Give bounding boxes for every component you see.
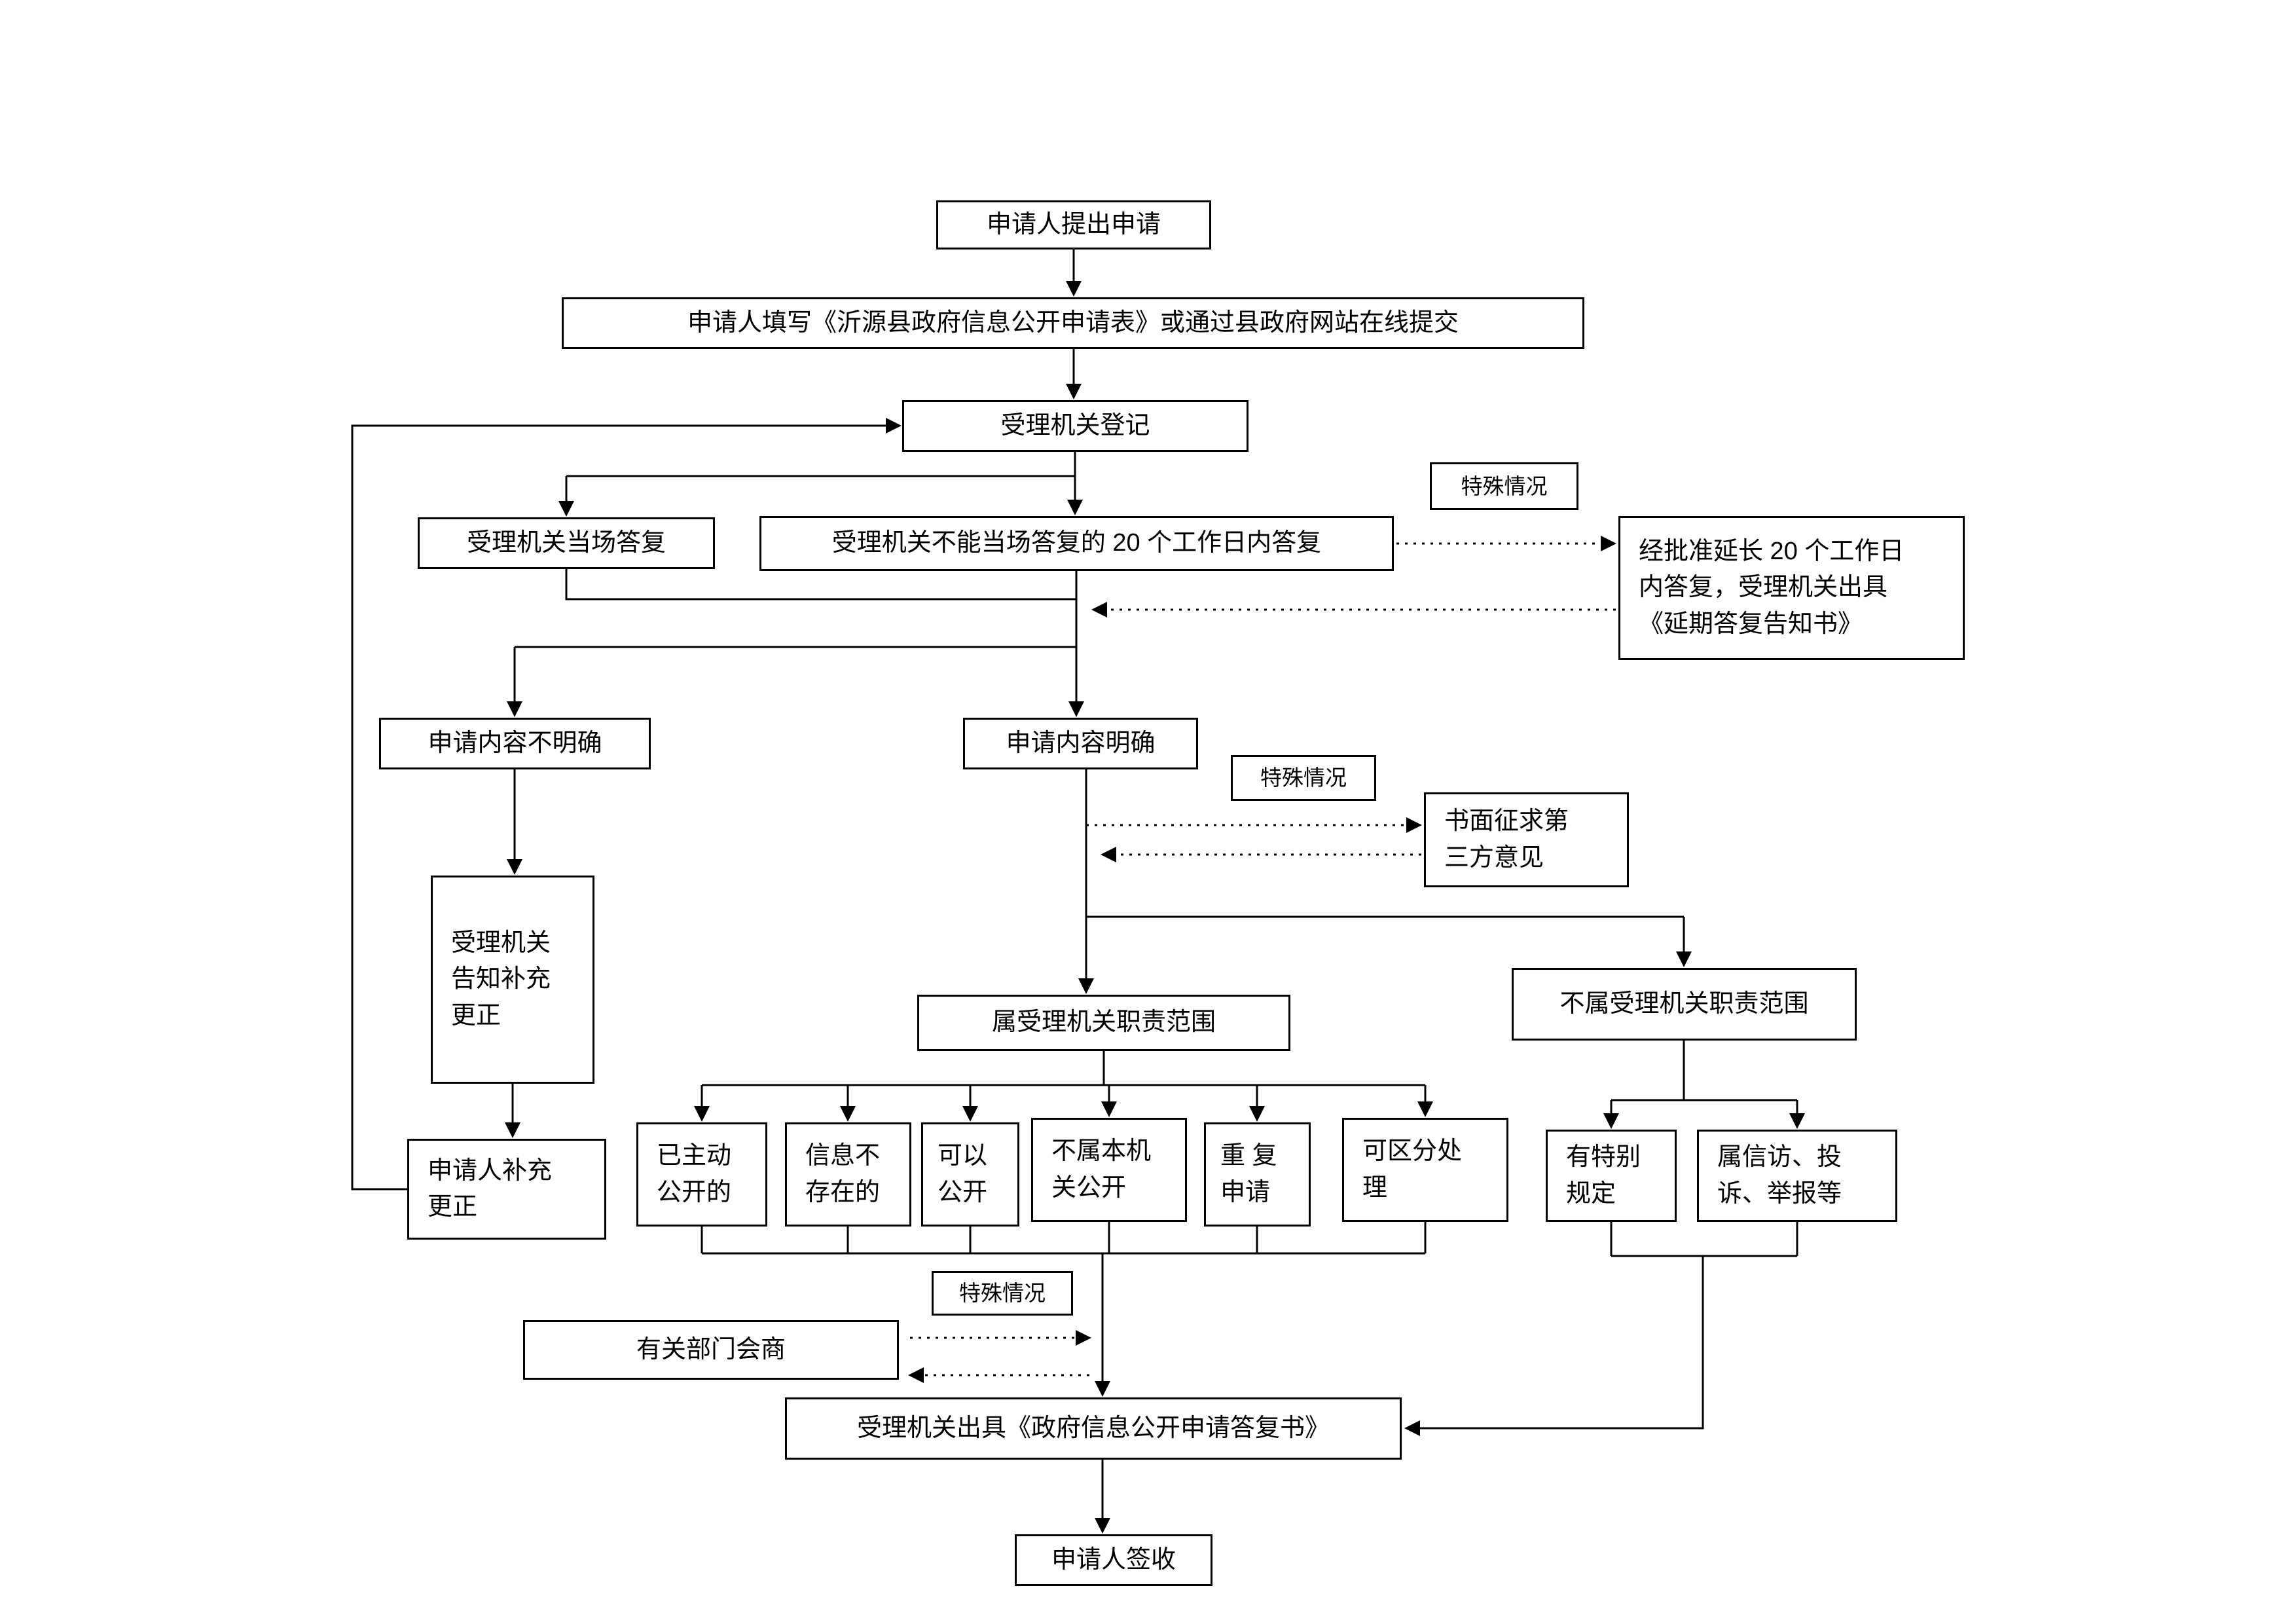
node-fill-form: 申请人填写《沂源县政府信息公开申请表》或通过县政府网站在线提交	[562, 297, 1584, 349]
node-content-unclear: 申请内容不明确	[379, 718, 651, 769]
joining-lines	[515, 475, 1798, 1257]
node-register: 受理机关登记	[902, 400, 1248, 452]
solid-connectors	[351, 249, 1805, 1534]
node-not-this-org: 不属本机 关公开	[1031, 1118, 1187, 1222]
node-onspot-reply: 受理机关当场答复	[418, 517, 715, 569]
arrow-supplement-loop-to-register	[351, 418, 902, 1190]
node-third-party-opinion: 书面征求第 三方意见	[1424, 792, 1629, 887]
node-applicant-supplement: 申请人补充 更正	[407, 1139, 606, 1240]
arrow-right-merge-to-replydoc	[1404, 1256, 1704, 1436]
node-content-clear: 申请内容明确	[963, 718, 1198, 769]
label-special-case-2: 特殊情况	[1231, 755, 1376, 801]
node-dept-consult: 有关部门会商	[523, 1320, 899, 1380]
label-special-case-1: 特殊情况	[1430, 462, 1578, 510]
node-special-rule: 有特别 规定	[1546, 1130, 1677, 1222]
node-reply-doc: 受理机关出具《政府信息公开申请答复书》	[785, 1397, 1402, 1460]
node-petition: 属信访、投 诉、举报等	[1697, 1130, 1897, 1222]
node-not-in-scope: 不属受理机关职责范围	[1512, 968, 1857, 1041]
label-special-case-3: 特殊情况	[932, 1271, 1073, 1316]
node-already-public: 已主动 公开的	[636, 1122, 767, 1227]
node-applicant-sign: 申请人签收	[1015, 1534, 1212, 1586]
node-in-scope: 属受理机关职责范围	[917, 995, 1290, 1051]
node-separable: 可区分处 理	[1342, 1118, 1508, 1222]
node-info-not-exist: 信息不 存在的	[785, 1122, 911, 1227]
node-repeat-apply: 重 复 申请	[1204, 1122, 1311, 1227]
node-reply-20days: 受理机关不能当场答复的 20 个工作日内答复	[759, 516, 1394, 571]
node-extend-reply: 经批准延长 20 个工作日 内答复，受理机关出具 《延期答复告知书》	[1618, 516, 1965, 660]
node-can-public: 可以 公开	[921, 1122, 1019, 1227]
node-applicant-submit: 申请人提出申请	[936, 200, 1211, 249]
node-notify-supplement: 受理机关 告知补充 更正	[431, 876, 594, 1084]
dotted-connectors	[908, 536, 1616, 1383]
